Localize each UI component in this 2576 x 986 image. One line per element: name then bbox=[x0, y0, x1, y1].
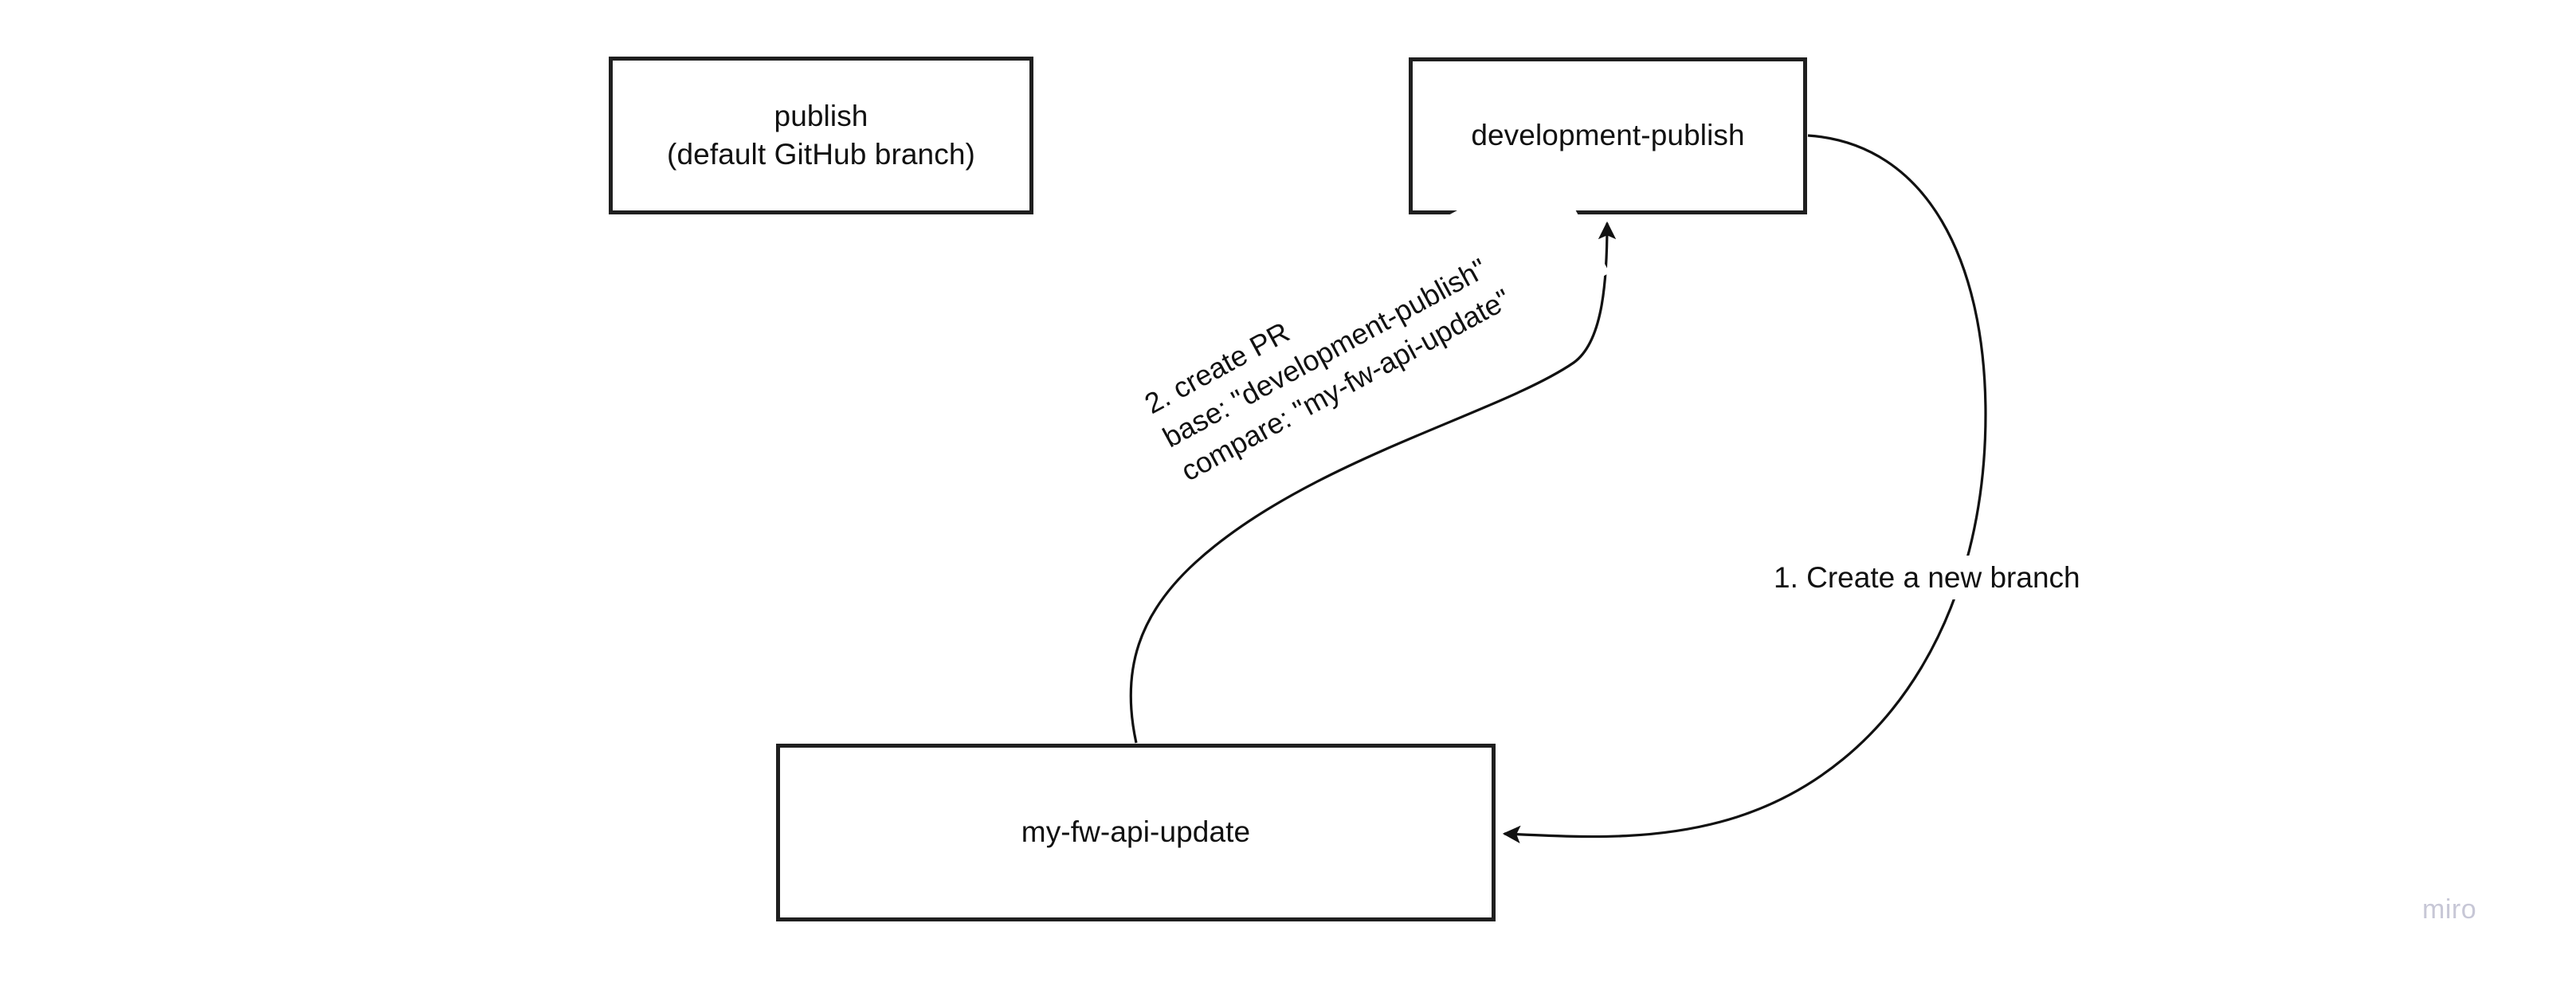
node-development-publish[interactable]: development-publish bbox=[1409, 57, 1807, 214]
node-publish-label: publish (default GitHub branch) bbox=[667, 99, 975, 171]
miro-watermark: miro bbox=[2422, 894, 2477, 925]
node-my-fw-api-update[interactable]: my-fw-api-update bbox=[776, 744, 1496, 921]
node-publish[interactable]: publish (default GitHub branch) bbox=[609, 57, 1033, 214]
node-my-fw-api-update-label: my-fw-api-update bbox=[1021, 815, 1251, 849]
node-development-publish-label: development-publish bbox=[1471, 119, 1745, 152]
edge-create-pr-path bbox=[1129, 221, 1617, 744]
edge-create-branch-path bbox=[1502, 134, 1987, 844]
edge-label-create-branch: 1. Create a new branch bbox=[1767, 556, 2087, 600]
